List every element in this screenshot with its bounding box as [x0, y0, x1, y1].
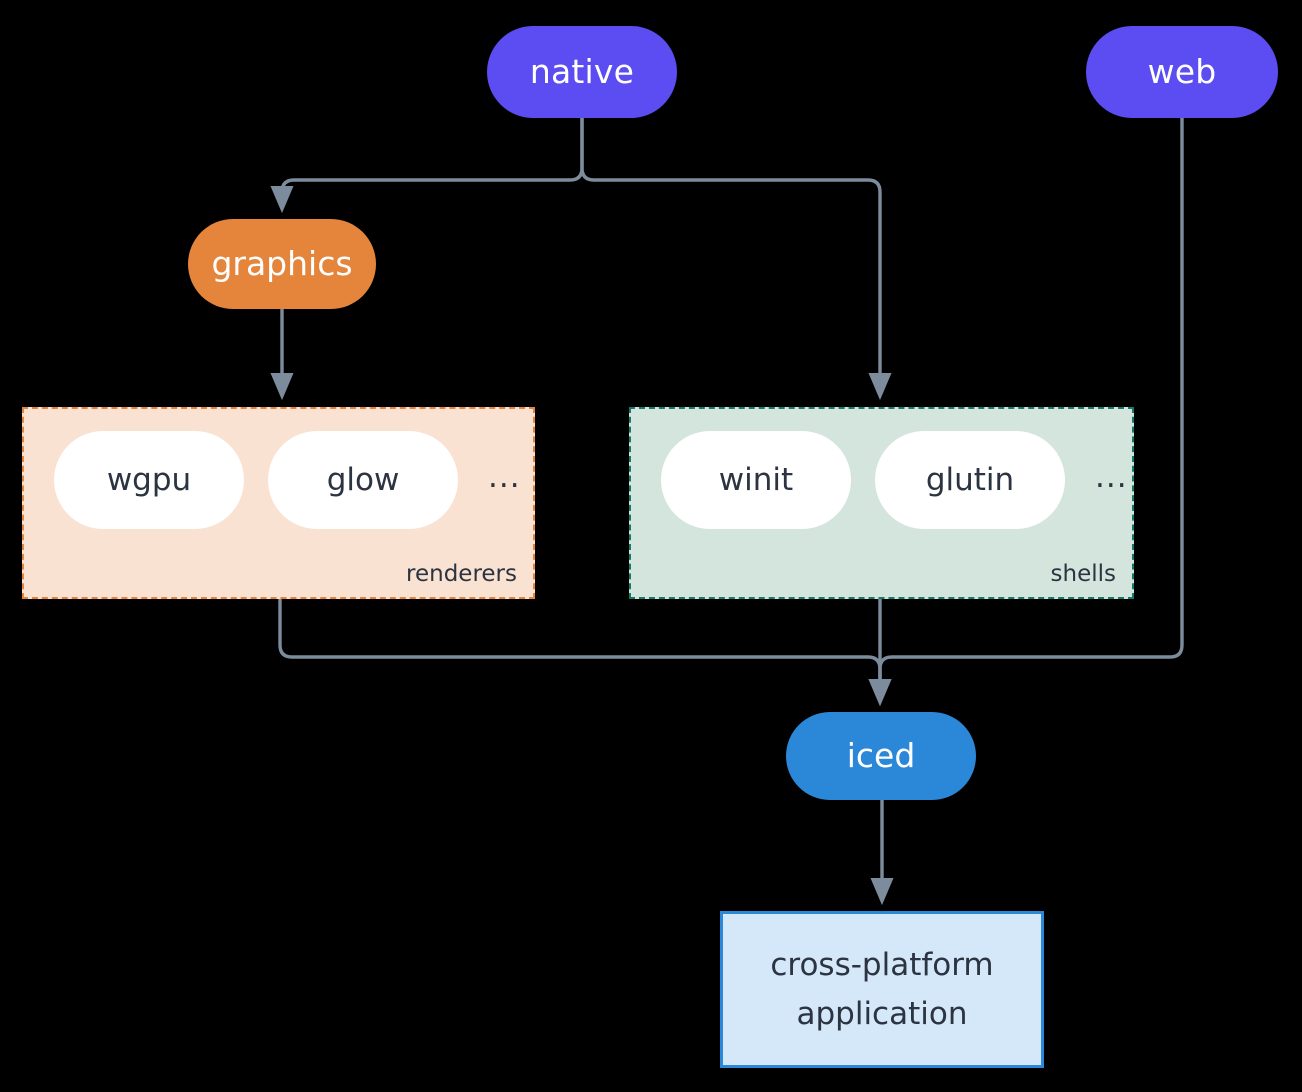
chip-glutin[interactable]: glutin [875, 431, 1065, 529]
shells-overflow-ellipsis: ... [1095, 459, 1128, 495]
node-web[interactable]: web [1086, 26, 1278, 118]
node-application-text: cross-platform application [770, 941, 993, 1037]
renderers-overflow-ellipsis: ... [488, 459, 521, 495]
node-application-line2: application [796, 995, 968, 1032]
node-native[interactable]: native [487, 26, 677, 118]
node-web-label: web [1147, 51, 1217, 91]
node-graphics[interactable]: graphics [188, 219, 376, 309]
node-iced[interactable]: iced [786, 712, 976, 800]
node-application-line1: cross-platform [770, 947, 994, 984]
chip-glow-label: glow [326, 462, 400, 498]
edge-renderers-to-iced [278, 597, 892, 707]
node-iced-label: iced [846, 735, 916, 775]
group-shells-items: winit glutin ... [661, 431, 1128, 529]
group-renderers: wgpu glow ... renderers [22, 407, 535, 599]
node-application[interactable]: cross-platform application [720, 911, 1044, 1068]
group-shells-label: shells [1050, 561, 1116, 587]
group-renderers-items: wgpu glow ... [54, 431, 521, 529]
node-graphics-label: graphics [211, 243, 353, 283]
edge-native-to-shells [580, 116, 892, 401]
chip-wgpu-label: wgpu [106, 462, 192, 498]
chip-winit[interactable]: winit [661, 431, 851, 529]
chip-wgpu[interactable]: wgpu [54, 431, 244, 529]
edge-native-to-graphics [270, 116, 584, 214]
chip-winit-label: winit [718, 462, 794, 498]
group-renderers-label: renderers [406, 561, 517, 587]
group-shells: winit glutin ... shells [629, 407, 1134, 599]
node-native-label: native [529, 51, 635, 91]
chip-glow[interactable]: glow [268, 431, 458, 529]
chip-glutin-label: glutin [925, 462, 1015, 498]
